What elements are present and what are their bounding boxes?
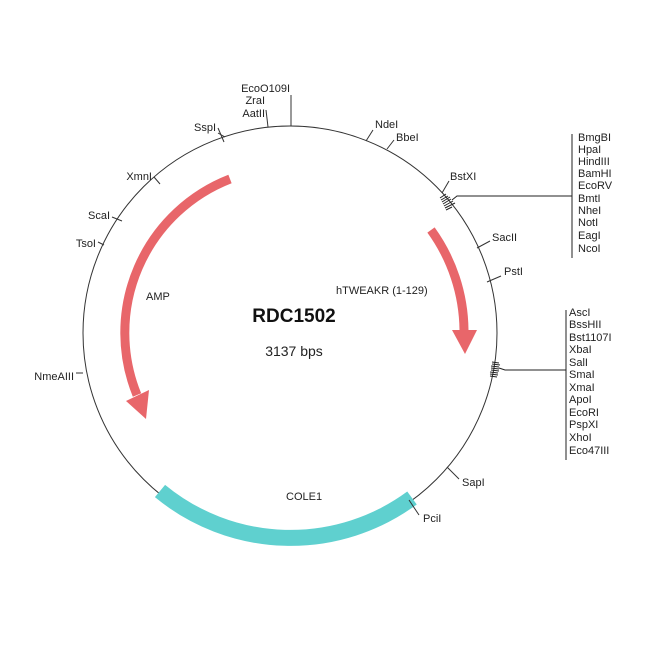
mcs1-site-list: BmgBI HpaI HindIII BamHI EcoRV BmtI NheI… [578,132,613,255]
site-xmai[interactable]: XmaI [569,382,595,394]
site-ecorv[interactable]: EcoRV [578,180,613,192]
site-sapi[interactable]: SapI [462,477,485,489]
site-aatii[interactable]: AatII [242,108,265,120]
site-scai[interactable]: ScaI [88,210,110,222]
site-ecoo109i[interactable]: EcoO109I [241,83,290,95]
site-bsshii[interactable]: BssHII [569,319,601,331]
site-ncoi[interactable]: NcoI [578,243,601,255]
plasmid-name: RDC1502 [252,306,335,327]
mcs2-cluster [489,310,567,460]
site-eagi[interactable]: EagI [578,230,601,242]
site-sspi[interactable]: SspI [194,122,216,134]
site-asci[interactable]: AscI [569,307,590,319]
site-apoi[interactable]: ApoI [569,394,592,406]
site-hpai[interactable]: HpaI [578,144,601,156]
htweakr-label: hTWEAKR (1-129) [336,285,428,297]
backbone-circle [82,125,498,541]
site-nmeaiii[interactable]: NmeAIII [34,371,74,383]
htweakr-arrow-body [427,227,469,331]
cole1-label: COLE1 [286,491,322,503]
site-bstxi[interactable]: BstXI [450,171,476,183]
site-sacii[interactable]: SacII [492,232,517,244]
plasmid-size: 3137 bps [265,343,323,359]
site-sali[interactable]: SalI [569,357,588,369]
site-noti[interactable]: NotI [578,217,598,229]
site-pspxi[interactable]: PspXI [569,419,598,431]
site-ticks [76,95,502,516]
site-tsoi[interactable]: TsoI [76,238,96,250]
site-ecori[interactable]: EcoRI [569,407,599,419]
feature-amp[interactable] [120,174,232,419]
site-pcii[interactable]: PciI [423,513,441,525]
site-bmti[interactable]: BmtI [578,193,601,205]
amp-label: AMP [146,291,170,303]
site-bbei[interactable]: BbeI [396,132,419,144]
site-xmni[interactable]: XmnI [126,171,152,183]
site-bmgbi[interactable]: BmgBI [578,132,611,144]
feature-cole1[interactable] [154,484,417,546]
site-bst1107i[interactable]: Bst1107I [569,332,612,344]
site-nhei[interactable]: NheI [578,205,601,217]
amp-arrowhead [126,390,149,419]
site-xbai[interactable]: XbaI [569,344,592,356]
site-xhoi[interactable]: XhoI [569,432,592,444]
feature-htweakr[interactable] [427,227,477,354]
site-eco47iii[interactable]: Eco47III [569,445,609,457]
mcs1-cluster [439,134,573,258]
mcs2-site-list: AscI BssHII Bst1107I XbaI SalI SmaI XmaI… [569,307,612,457]
amp-arrow-body [120,174,232,397]
htweakr-arrowhead [452,330,477,354]
site-ndei[interactable]: NdeI [375,119,398,131]
site-hindiii[interactable]: HindIII [578,156,610,168]
site-zrai[interactable]: ZraI [245,95,265,107]
site-bamhi[interactable]: BamHI [578,168,612,180]
site-smai[interactable]: SmaI [569,369,595,381]
site-psti[interactable]: PstI [504,266,523,278]
